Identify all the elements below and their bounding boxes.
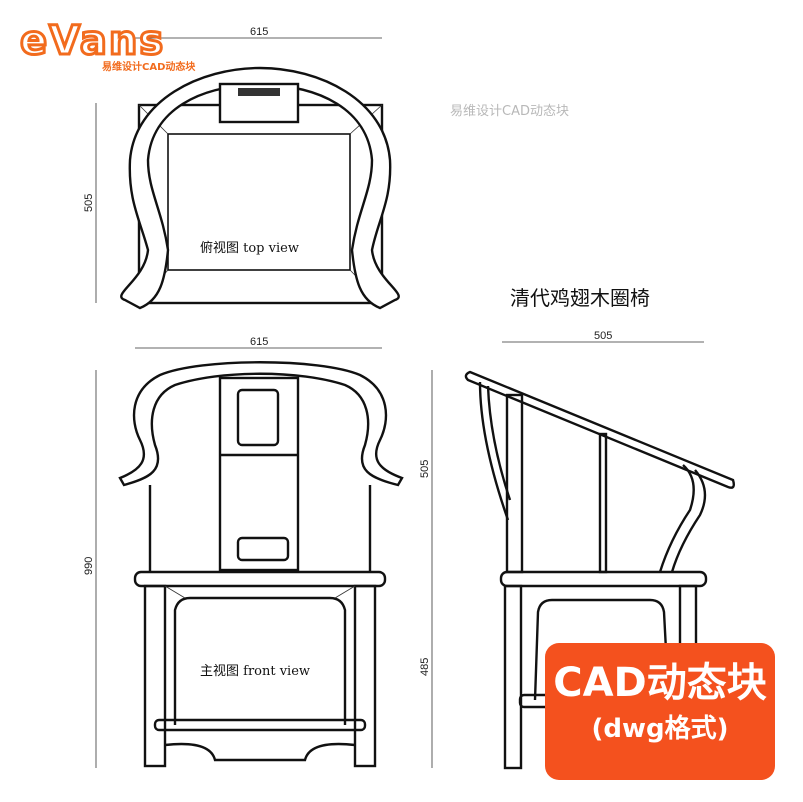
apron [173, 596, 347, 725]
top-view-label: 俯视图 top view [200, 240, 299, 256]
front-view: 615 990 505 485 主视图 front view [83, 336, 433, 768]
side-depth-dim: 505 [594, 330, 612, 342]
top-depth-dim: 505 [83, 194, 95, 212]
top-view: 615 505 俯视图 top view [83, 26, 400, 310]
top-width-dim: 615 [250, 26, 268, 38]
logo-wordmark: eVans [20, 18, 165, 64]
front-leg [503, 584, 523, 770]
seat [499, 570, 708, 588]
front-view-label: 主视图 front view [200, 664, 310, 679]
seat [133, 570, 387, 588]
armrest-arc [118, 361, 404, 487]
headrest-carving [238, 88, 280, 96]
front-leg-right [353, 584, 377, 768]
lower-apron [164, 742, 356, 762]
back-leg [678, 584, 698, 648]
badge-title: CAD动态块 [553, 660, 767, 706]
splat-cutout [236, 536, 290, 562]
armrest-arc [120, 66, 400, 310]
front-leg-left [143, 584, 167, 768]
logo-subtitle: 易维设计CAD动态块 [102, 60, 196, 73]
evans-logo: eVans 易维设计CAD动态块 [19, 17, 197, 74]
badge-format: (dwg格式) [591, 714, 729, 744]
back-splat [218, 376, 300, 572]
seat-height-dim: 485 [419, 658, 431, 676]
seat-panel [167, 133, 351, 271]
top-rail [464, 370, 736, 489]
front-height-dim: 990 [83, 557, 95, 575]
drawing-title: 清代鸡翅木圈椅 [510, 286, 650, 310]
splat-panel [236, 388, 280, 447]
cad-dynamic-block-badge: CAD动态块 (dwg格式) [545, 643, 775, 780]
watermark-text: 易维设计CAD动态块 [450, 104, 569, 119]
side-view: 505 [464, 330, 736, 770]
footrest [153, 718, 367, 732]
front-width-dim: 615 [250, 336, 268, 348]
back-height-dim: 505 [419, 460, 431, 478]
